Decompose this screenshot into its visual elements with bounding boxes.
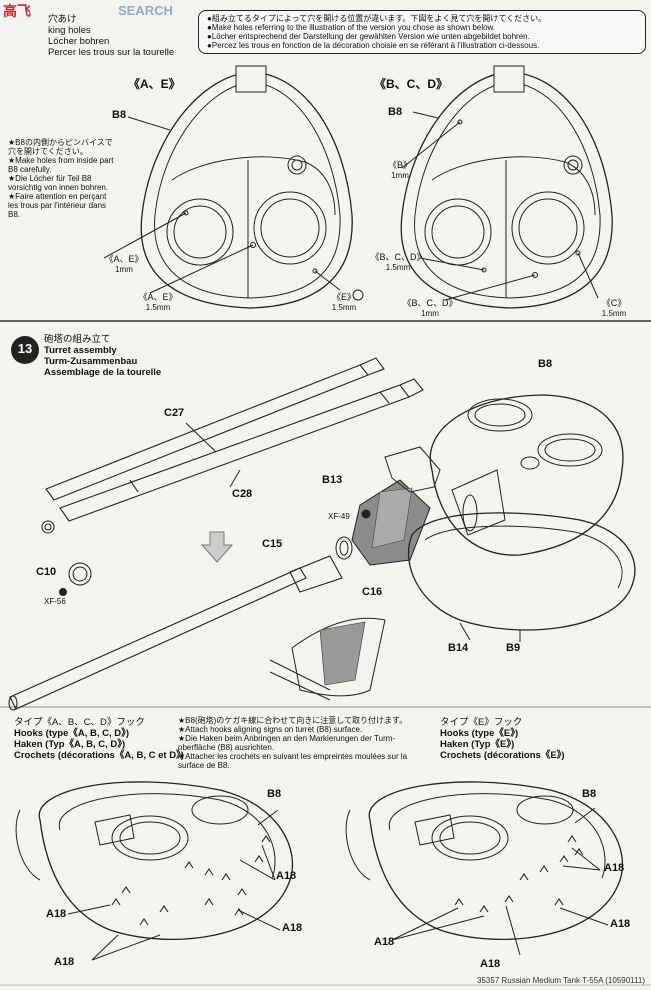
turret-assembly-b8 [429, 394, 624, 556]
hooks-right-a18-1: A18 [374, 936, 395, 948]
part-c16: C16 [362, 586, 383, 598]
barrel-halves [45, 357, 424, 522]
hooks-left-a18-1: A18 [46, 908, 67, 920]
label-bcd-1mm: 《B、C、D》1mm [402, 298, 458, 318]
hook-marks-left [111, 835, 271, 926]
c15-ring [335, 536, 353, 560]
label-ae-15mm: 《A、E》1.5mm [138, 292, 178, 312]
turret-hooks-right [345, 781, 624, 941]
label-b8-right: B8 [388, 106, 403, 118]
label-b8-left: B8 [112, 109, 127, 121]
watermark-text: SEARCH [118, 3, 173, 18]
step-12-note: ●組み立てるタイプによって穴を開ける位置が違います。下図をよく見て穴を開けてくだ… [198, 10, 646, 54]
step-12-title-de: Löcher bohren [48, 36, 110, 47]
paint-xf49: XF-49 [328, 512, 350, 521]
part-c28: C28 [232, 488, 253, 500]
turret-hooks-left [15, 781, 294, 941]
step-13-badge [11, 336, 39, 364]
label-c-15mm: 《C》1.5mm [601, 298, 627, 318]
left-version-title: 《A、E》 [128, 77, 181, 91]
part-b8: B8 [538, 358, 553, 370]
part-b14: B14 [448, 642, 469, 654]
paint-xf56: XF-56 [44, 597, 66, 606]
hooks-right-title: タイプ《E》フック Hooks (type《E》) Haken (Typ《E》)… [440, 717, 565, 761]
step-12-title-fr: Percer les trous sur la tourelle [48, 47, 175, 58]
assembled-barrel [8, 555, 343, 711]
b13-part [384, 446, 441, 493]
hooks-left-b8: B8 [267, 788, 282, 800]
hooks-left-a18-3: A18 [276, 870, 297, 882]
label-b-1mm: 《B》1mm [387, 160, 412, 180]
part-b13: B13 [322, 474, 343, 486]
turret-top-view-bcd [400, 65, 613, 309]
hooks-left-a18-2: A18 [54, 956, 75, 968]
right-version-title: 《B、C、D》 [374, 77, 448, 91]
step-12-title-jp: 穴あけ [48, 14, 77, 25]
step-12-title: 穴あけ king holes Löcher bohren Percer les … [48, 14, 174, 58]
part-c27: C27 [164, 407, 185, 419]
hooks-right-a18-4: A18 [610, 918, 631, 930]
part-c10: C10 [36, 566, 57, 578]
c10-muzzle [41, 520, 92, 596]
step-12-side-note: ★B8の内側からピンバイスで穴を開けてください。 ★Make holes fro… [8, 138, 114, 219]
part-b9: B9 [506, 642, 521, 654]
turret-top-view-ae [103, 65, 364, 309]
hooks-note: ★B8(砲塔)のケガキ線に合わせて向きに注意して取り付けます。 ★Attach … [178, 716, 408, 770]
step-13-number: 13 [17, 341, 33, 356]
hooks-left-title: タイプ《A、B、C、D》フック Hooks (type《A, B, C, D》)… [14, 717, 184, 761]
b9-ring [407, 512, 636, 631]
label-e-15mm: 《E》1.5mm [331, 292, 357, 312]
label-ae-1mm: 《A、E》1mm [104, 254, 144, 274]
assembly-arrow [200, 531, 234, 563]
label-bcd-15mm: 《B、C、D》1.5mm [370, 252, 426, 272]
hook-marks-right [454, 835, 584, 913]
hooks-right-b8: B8 [582, 788, 597, 800]
hooks-right-a18-2: A18 [480, 958, 501, 970]
page-footer: 35357 Russian Medium Tank T-55A (1059011… [477, 976, 645, 985]
step-13-title: 砲塔の組み立て Turret assembly Turm-Zusammenbau… [44, 334, 162, 378]
watermark-logo: 高飞 [3, 3, 31, 19]
step-12-title-en: king holes [48, 25, 91, 36]
hooks-left-a18-4: A18 [282, 922, 303, 934]
part-c15: C15 [262, 538, 283, 550]
hooks-right-a18-3: A18 [604, 862, 625, 874]
